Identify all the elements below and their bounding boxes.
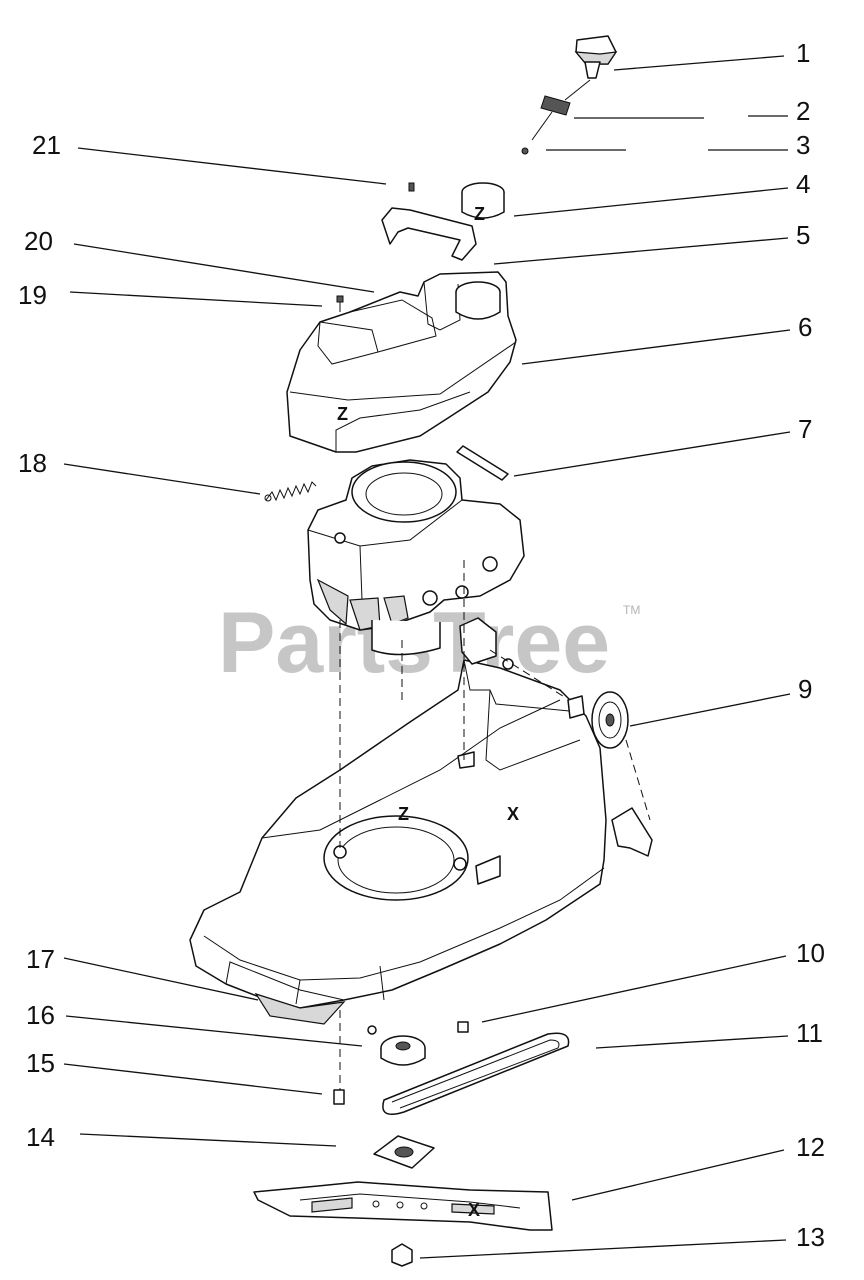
callout-9: 9 bbox=[798, 674, 812, 704]
watermark-trademark: TM bbox=[623, 603, 640, 617]
callout-6: 6 bbox=[798, 312, 812, 342]
assembly-mark-z-cover: Z bbox=[337, 404, 348, 424]
callout-4: 4 bbox=[796, 169, 810, 199]
part-2-clip bbox=[531, 95, 571, 141]
callout-17: 17 bbox=[26, 944, 55, 974]
callout-12: 12 bbox=[796, 1132, 825, 1162]
callout-14: 14 bbox=[26, 1122, 55, 1152]
part-14-adapter bbox=[373, 1135, 435, 1169]
assembly-mark-x-deck: X bbox=[507, 804, 519, 824]
callout-15: 15 bbox=[26, 1048, 55, 1078]
part-7-rod bbox=[456, 445, 509, 481]
part-11-belt bbox=[382, 1032, 570, 1115]
callout-18: 18 bbox=[18, 448, 47, 478]
callout-16: 16 bbox=[26, 1000, 55, 1030]
part-6-engine-cover: Z bbox=[286, 271, 517, 453]
callout-10: 10 bbox=[796, 938, 825, 968]
part-15-bolt bbox=[333, 1089, 345, 1105]
callout-19: 19 bbox=[18, 280, 47, 310]
leader-lines bbox=[63, 55, 791, 1259]
part-3-screw bbox=[521, 147, 529, 155]
callout-21: 21 bbox=[32, 130, 61, 160]
engine bbox=[307, 459, 525, 656]
part-9-wheel bbox=[591, 691, 651, 821]
callout-3: 3 bbox=[796, 130, 810, 160]
assembly-lines bbox=[339, 560, 567, 1090]
part-21-screw bbox=[408, 182, 415, 192]
assembly-mark-z-deck: Z bbox=[398, 804, 409, 824]
part-12-blade: X bbox=[253, 1181, 553, 1231]
assembly-mark-x-blade: X bbox=[468, 1200, 480, 1220]
part-18-spring bbox=[264, 481, 317, 502]
assembly-mark-z: Z bbox=[474, 204, 485, 224]
part-4-fuel-cap: Z bbox=[461, 182, 505, 224]
callout-numbers: 1 2 3 4 5 6 7 9 10 11 12 13 14 15 16 17 … bbox=[18, 38, 825, 1252]
callout-1: 1 bbox=[796, 38, 810, 68]
part-19-screw bbox=[336, 295, 344, 312]
callout-5: 5 bbox=[796, 220, 810, 250]
callout-2: 2 bbox=[796, 96, 810, 126]
part-10-nut bbox=[457, 1021, 469, 1033]
callout-11: 11 bbox=[796, 1018, 823, 1048]
callout-13: 13 bbox=[796, 1222, 825, 1252]
part-17-mower-deck: Z X bbox=[189, 617, 653, 1025]
part-13-nut bbox=[391, 1243, 413, 1267]
part-1-knob bbox=[564, 35, 618, 101]
part-5-bracket bbox=[381, 207, 477, 261]
part-16-pulley bbox=[367, 1025, 426, 1066]
callout-7: 7 bbox=[798, 414, 812, 444]
callout-20: 20 bbox=[24, 226, 53, 256]
